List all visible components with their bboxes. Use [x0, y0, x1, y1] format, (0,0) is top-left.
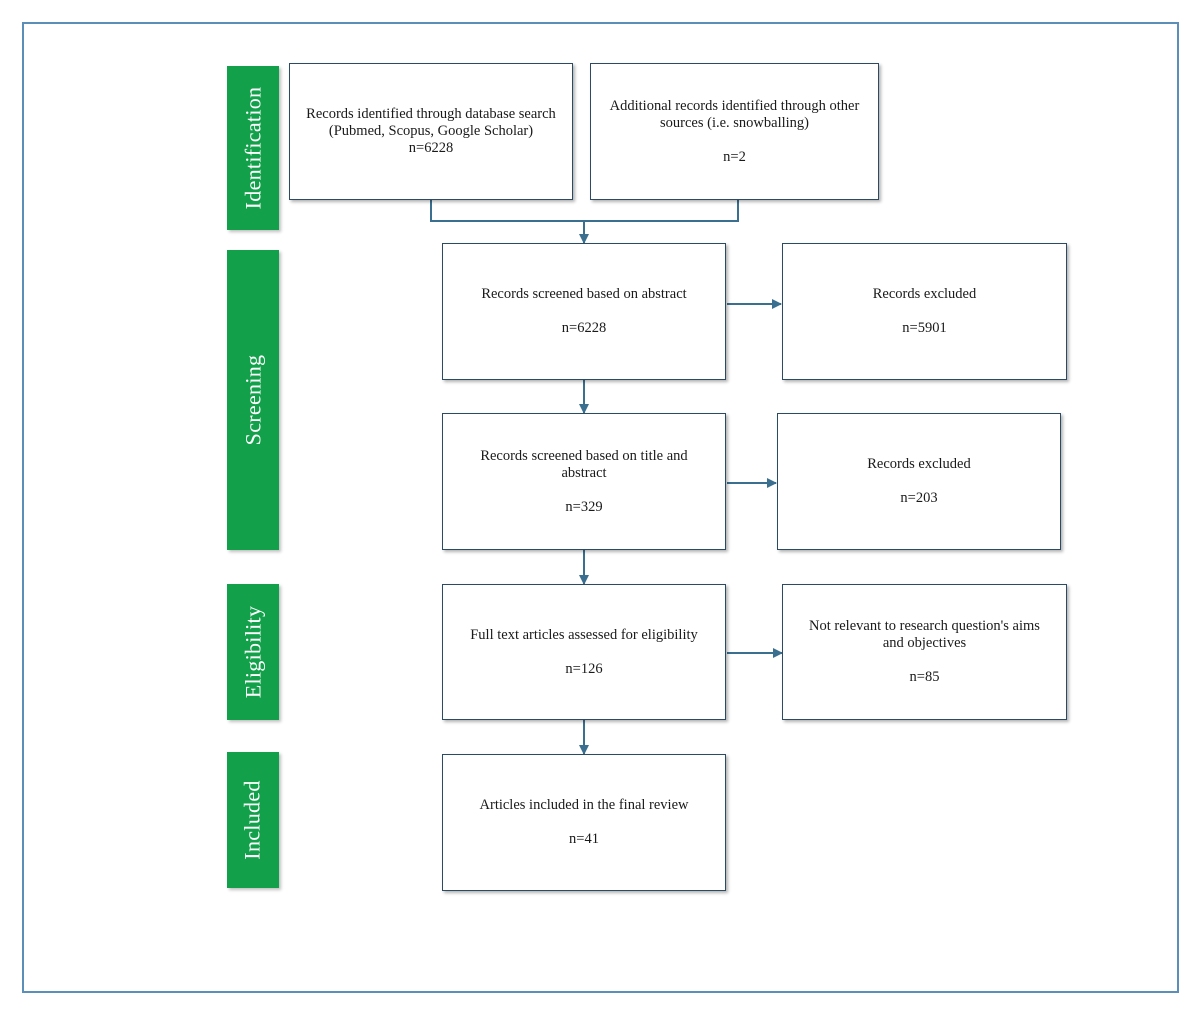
box-screened-title-abstract-count: n=329 [565, 498, 603, 515]
stage-eligibility: Eligibility [227, 584, 279, 720]
box-screened-title-abstract-line1: Records screened based on title and [480, 447, 688, 464]
box-not-relevant-line1: Not relevant to research question's aims [809, 618, 1040, 634]
box-database-search: Records identified through database sear… [289, 63, 573, 200]
box-included-text: Articles included in the final review [479, 797, 689, 813]
stage-included: Included [227, 752, 279, 888]
box-full-text-count: n=126 [565, 660, 603, 677]
box-database-search-line2: (Pubmed, Scopus, Google Scholar) [328, 123, 534, 139]
box-other-sources-line2: sources (i.e. snowballing) [660, 114, 809, 131]
box-screened-title-abstract-line2: abstract [561, 464, 607, 481]
box-excluded-1-count: n=5901 [902, 320, 947, 336]
box-screened-abstract-count: n=6228 [561, 320, 607, 336]
box-other-sources-line1: Additional records identified through ot… [609, 97, 860, 114]
merge-line [430, 200, 739, 222]
stage-screening: Screening [227, 250, 279, 550]
box-full-text-text: Full text articles assessed for eligibil… [470, 626, 698, 643]
box-not-relevant-count: n=85 [909, 669, 940, 685]
box-screened-abstract-text: Records screened based on abstract [481, 286, 687, 302]
box-other-sources-count: n=2 [723, 148, 746, 165]
box-not-relevant: Not relevant to research question's aims… [782, 584, 1067, 720]
box-not-relevant-line2: and objectives [882, 635, 967, 651]
box-included: Articles included in the final review n=… [442, 754, 726, 891]
box-screened-abstract: Records screened based on abstract n=622… [442, 243, 726, 380]
diagram-frame [22, 22, 1179, 993]
box-excluded-2-count: n=203 [900, 490, 938, 506]
box-full-text: Full text articles assessed for eligibil… [442, 584, 726, 720]
box-screened-title-abstract: Records screened based on title and abst… [442, 413, 726, 550]
box-other-sources: Additional records identified through ot… [590, 63, 879, 200]
box-included-count: n=41 [569, 831, 599, 847]
box-database-search-count: n=6228 [408, 140, 454, 156]
box-excluded-1: Records excluded n=5901 [782, 243, 1067, 380]
box-excluded-2-text: Records excluded [867, 456, 971, 472]
box-excluded-2: Records excluded n=203 [777, 413, 1061, 550]
box-database-search-line1: Records identified through database sear… [306, 106, 556, 122]
box-excluded-1-text: Records excluded [872, 286, 977, 302]
stage-identification: Identification [227, 66, 279, 230]
